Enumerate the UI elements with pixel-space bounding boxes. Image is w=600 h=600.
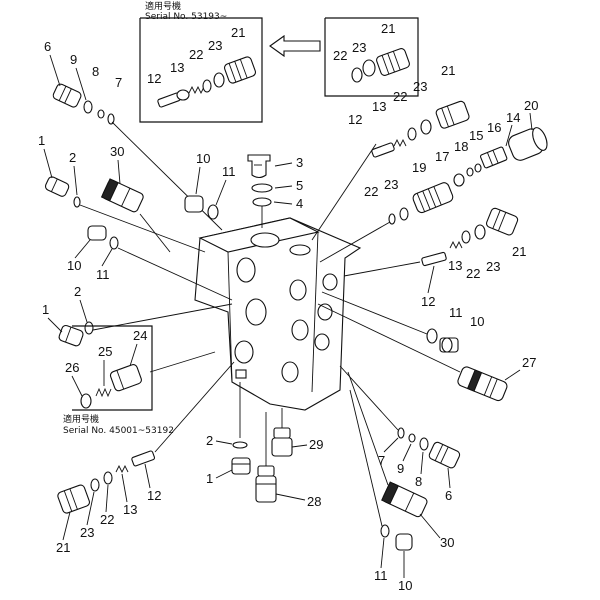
callout: 30 [110,144,124,159]
callout: 13 [123,502,137,517]
callout: 12 [147,488,161,503]
group-left-mid: 1 2 30 10 11 [38,133,233,301]
callout: 3 [296,155,303,170]
callout: 23 [413,79,427,94]
callout: 11 [222,164,236,179]
callout: 6 [44,39,51,54]
callout: 12 [147,71,161,86]
callout: 28 [307,494,321,509]
callout: 24 [133,328,147,343]
callout: 11 [374,568,388,583]
group-bottom-left: 21 23 22 13 12 [56,361,235,555]
callout: 15 [469,128,483,143]
callout: 29 [309,437,323,452]
callout: 13 [170,60,184,75]
callout: 22 [466,266,480,281]
callout: 21 [381,21,395,36]
group-left-top: 6 9 8 7 [44,39,223,231]
callout: 27 [522,355,536,370]
callout: 6 [445,488,452,503]
callout: 22 [189,47,203,62]
callout: 9 [70,52,77,67]
callout: 16 [487,120,501,135]
callout: 21 [56,540,70,555]
callout: 10 [67,258,81,273]
group-bottom-center: 2 1 29 28 [206,382,323,509]
callout: 12 [348,112,362,127]
callout: 10 [196,151,210,166]
inset-serial: Serial No. 45001~53192 [63,426,174,436]
callout: 18 [454,139,468,154]
callout: 22 [393,89,407,104]
callout: 19 [412,160,426,175]
group-right-mid: 21 23 22 13 12 11 10 27 [317,207,536,402]
callout: 1 [38,133,45,148]
callout: 9 [397,461,404,476]
callout: 30 [440,535,454,550]
callout: 2 [206,433,213,448]
callout: 20 [524,98,538,113]
callout: 2 [74,284,81,299]
inset-title-jp: 適用号機 [63,413,99,425]
valve-body [194,217,362,411]
callout: 13 [372,99,386,114]
callout: 10 [470,314,484,329]
callout: 13 [448,258,462,273]
callout: 11 [96,267,110,282]
callout: 23 [80,525,94,540]
group-left-lower: 2 1 24 25 26 適用号機 Serial No. 45001~53192 [42,284,233,436]
callout: 10 [398,578,412,593]
inset-title-jp: 適用号機 [145,0,181,12]
callout: 12 [421,294,435,309]
callout: 23 [208,38,222,53]
callout: 22 [100,512,114,527]
callout: 7 [378,453,385,468]
callout: 4 [296,196,303,211]
callout: 23 [352,40,366,55]
inset-serial: Serial No. 53193~ [145,12,227,22]
callout: 21 [231,25,245,40]
callout: 8 [415,474,422,489]
callout: 22 [364,184,378,199]
callout: 8 [92,64,99,79]
group-center-top: 3 5 4 10 11 [184,151,303,228]
callout: 17 [435,149,449,164]
callout: 14 [506,110,520,125]
callout: 5 [296,178,303,193]
inset-top-right: 22 23 21 [324,17,419,97]
group-right-upper: 12 13 22 23 21 20 14 15 16 [311,63,548,263]
callout: 1 [42,302,49,317]
callout: 22 [333,48,347,63]
callout: 25 [98,344,112,359]
callout: 7 [115,75,122,90]
callout: 23 [384,177,398,192]
callout: 26 [65,360,79,375]
callout: 23 [486,259,500,274]
arrow-left-icon [269,34,321,58]
group-bottom-right: 7 9 8 6 30 11 10 [339,365,461,593]
callout: 11 [449,305,463,320]
inset-serial-53193: 適用号機 Serial No. 53193~ 12 13 22 23 21 [139,0,263,123]
callout: 2 [69,150,76,165]
callout: 21 [441,63,455,78]
callout: 21 [512,244,526,259]
callout: 1 [206,471,213,486]
